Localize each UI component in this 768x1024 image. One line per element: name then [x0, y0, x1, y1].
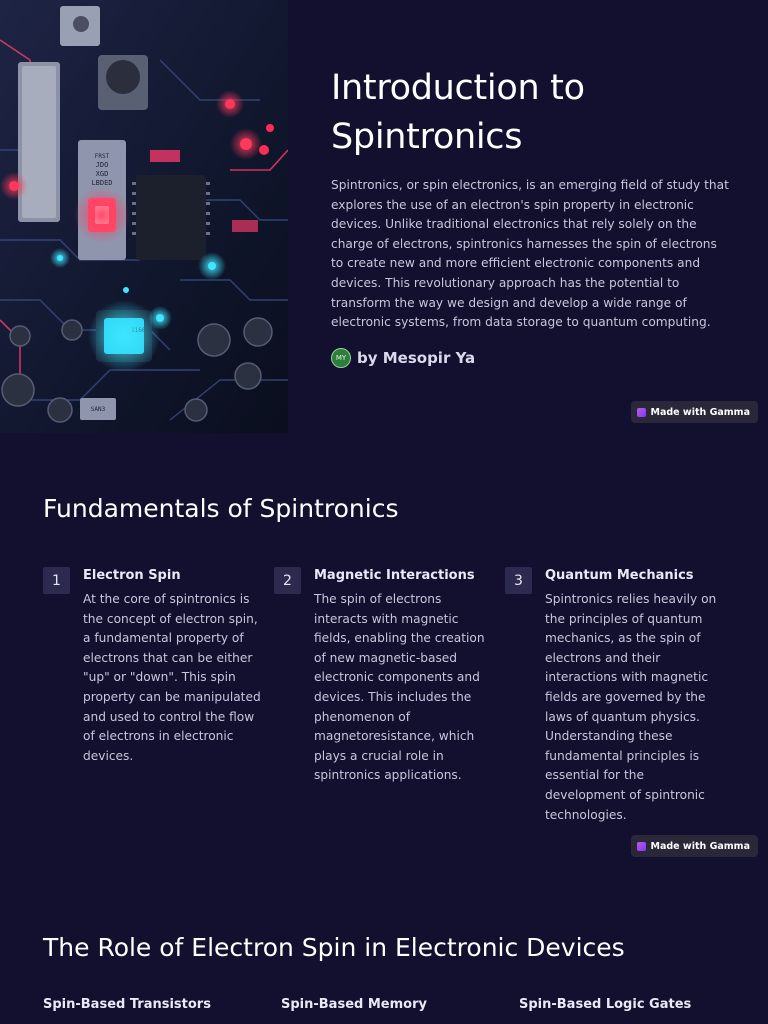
badge-label: Made with Gamma: [650, 406, 750, 418]
column-heading: Spin-Based Logic Gates: [519, 997, 692, 1012]
slide-fundamentals: Fundamentals of Spintronics 1 Electron S…: [0, 433, 768, 866]
made-with-gamma-badge[interactable]: Made with Gamma: [630, 401, 758, 423]
gamma-logo-icon: [636, 407, 646, 417]
step-title: Magnetic Interactions: [314, 568, 475, 583]
step-number: 3: [505, 567, 532, 594]
step-title: Electron Spin: [83, 568, 181, 583]
step-body: Spintronics relies heavily on the princi…: [545, 592, 717, 822]
step-number: 2: [274, 567, 301, 594]
badge-label: Made with Gamma: [650, 840, 750, 852]
step-body: At the core of spintronics is the concep…: [83, 592, 261, 763]
slide-electron-spin-role: The Role of Electron Spin in Electronic …: [0, 866, 768, 1024]
section-title: Fundamentals of Spintronics: [43, 494, 399, 523]
slide-introduction: FRST JDO XGD LBDED 1166: [0, 0, 768, 433]
author-byline: MY by Mesopir Ya: [331, 346, 475, 370]
svg-text:JDO: JDO: [96, 161, 109, 169]
column-heading: Spin-Based Memory: [281, 997, 427, 1012]
column-heading: Spin-Based Transistors: [43, 997, 211, 1012]
step-title: Quantum Mechanics: [545, 568, 694, 583]
section-title: The Role of Electron Spin in Electronic …: [43, 933, 625, 962]
author-name: by Mesopir Ya: [357, 349, 476, 367]
svg-text:SAN3: SAN3: [91, 406, 106, 413]
intro-paragraph: Spintronics, or spin electronics, is an …: [331, 178, 729, 330]
svg-text:FRST: FRST: [95, 153, 110, 160]
step-number: 1: [43, 567, 70, 594]
step-body: The spin of electrons interacts with mag…: [314, 592, 485, 783]
gamma-logo-icon: [636, 841, 646, 851]
avatar: MY: [331, 348, 351, 368]
made-with-gamma-badge[interactable]: Made with Gamma: [630, 835, 758, 857]
svg-text:XGD: XGD: [96, 170, 109, 178]
circuit-board-image: FRST JDO XGD LBDED 1166: [0, 0, 288, 433]
svg-text:LBDED: LBDED: [91, 179, 112, 187]
page-title: Introduction to Spintronics: [331, 68, 585, 157]
